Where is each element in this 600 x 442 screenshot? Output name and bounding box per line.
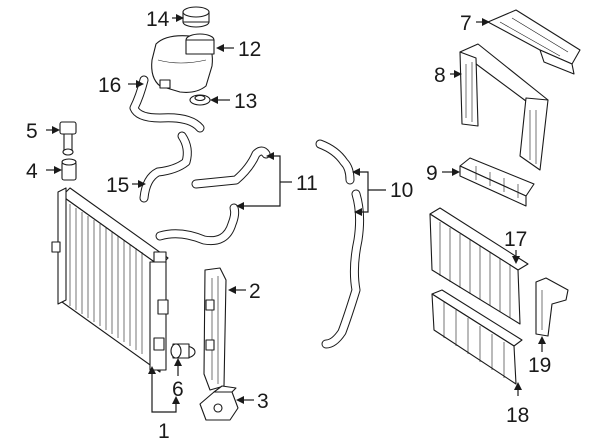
- callout-5: 5: [26, 120, 38, 143]
- callout-16: 16: [98, 74, 121, 97]
- part-hose-assembly: [155, 146, 271, 246]
- part-upper-hose: [139, 131, 192, 203]
- callout-3: 3: [257, 390, 269, 413]
- part-side-bracket: [535, 277, 569, 337]
- part-frame-shroud: [459, 43, 549, 171]
- part-top-support: [487, 9, 581, 75]
- callout-7: 7: [460, 12, 472, 35]
- callout-17: 17: [504, 228, 527, 251]
- callout-10: 10: [390, 179, 413, 202]
- part-air-duct-bracket: [203, 267, 227, 391]
- callout-15: 15: [106, 174, 129, 197]
- part-valve: [59, 121, 77, 156]
- callout-4: 4: [26, 160, 38, 183]
- part-sensor: [61, 158, 77, 181]
- callout-11: 11: [296, 172, 318, 195]
- callout-19: 19: [528, 354, 551, 377]
- callout-6: 6: [172, 378, 184, 401]
- callout-8: 8: [434, 64, 446, 87]
- callout-leaders: [46, 14, 546, 413]
- part-lower-shutter: [431, 289, 523, 385]
- callout-2: 2: [249, 280, 261, 303]
- part-radiator: [51, 187, 169, 373]
- part-seal-ring: [189, 94, 211, 106]
- callout-13: 13: [234, 90, 257, 113]
- part-lower-hose: [315, 139, 365, 349]
- callout-14: 14: [146, 8, 170, 31]
- part-expansion-tank: [151, 33, 215, 93]
- callout-12: 12: [238, 38, 261, 61]
- part-shutter-assembly: [429, 207, 529, 325]
- part-lower-bracket: [199, 385, 239, 421]
- part-cap: [182, 6, 210, 28]
- part-upper-louver: [459, 157, 535, 207]
- callout-9: 9: [426, 162, 438, 185]
- callout-18: 18: [506, 404, 529, 427]
- part-drain-plug: [170, 343, 196, 359]
- callout-labels: 1 2 3 4 5 6 7 8 9 10 11 12 13 14 15 16 1…: [26, 8, 551, 442]
- callout-1: 1: [158, 420, 170, 442]
- part-overflow-hose: [129, 75, 205, 133]
